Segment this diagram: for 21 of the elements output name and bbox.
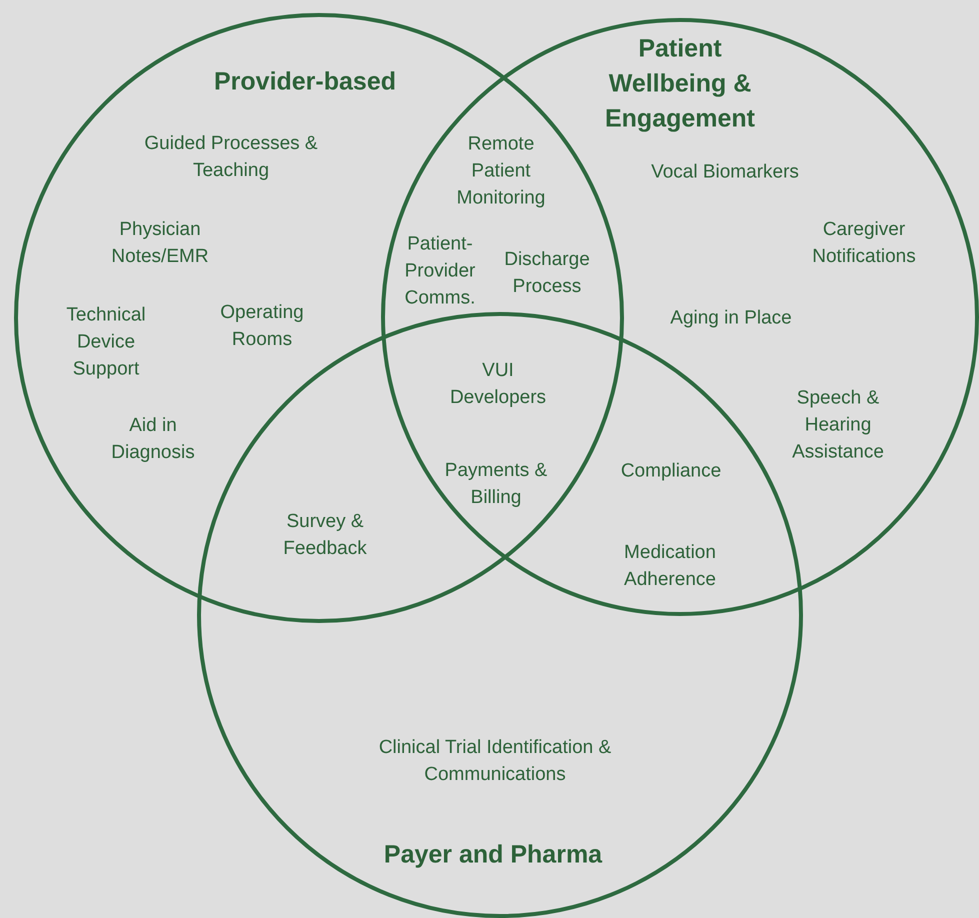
region-label: Aging in Place — [669, 306, 793, 330]
region-label: Payments & Billing — [444, 459, 548, 510]
set-title: Patient Wellbeing & Engagement — [604, 34, 756, 134]
region-label: Remote Patient Monitoring — [456, 132, 546, 210]
region-label: Medication Adherence — [623, 541, 717, 592]
region-label: Physician Notes/EMR — [110, 218, 210, 269]
region-label: Discharge Process — [503, 248, 591, 299]
region-label: Operating Rooms — [219, 301, 305, 352]
region-label: Vocal Biomarkers — [650, 160, 800, 184]
region-label: Guided Processes & Teaching — [143, 132, 319, 183]
region-label: Survey & Feedback — [282, 510, 368, 561]
region-label: Clinical Trial Identification & Communications — [378, 736, 612, 787]
region-label: Speech & Hearing Assistance — [791, 386, 885, 464]
set-title: Payer and Pharma — [382, 840, 604, 870]
region-label: Aid in Diagnosis — [110, 414, 196, 465]
region-label: Compliance — [620, 460, 722, 484]
region-label: Patient-Provider Comms. — [404, 232, 476, 310]
region-label: VUI Developers — [448, 359, 548, 410]
region-label: Technical Device Support — [65, 304, 147, 382]
set-title: Provider-based — [212, 66, 397, 98]
region-label: Caregiver Notifications — [811, 218, 917, 269]
